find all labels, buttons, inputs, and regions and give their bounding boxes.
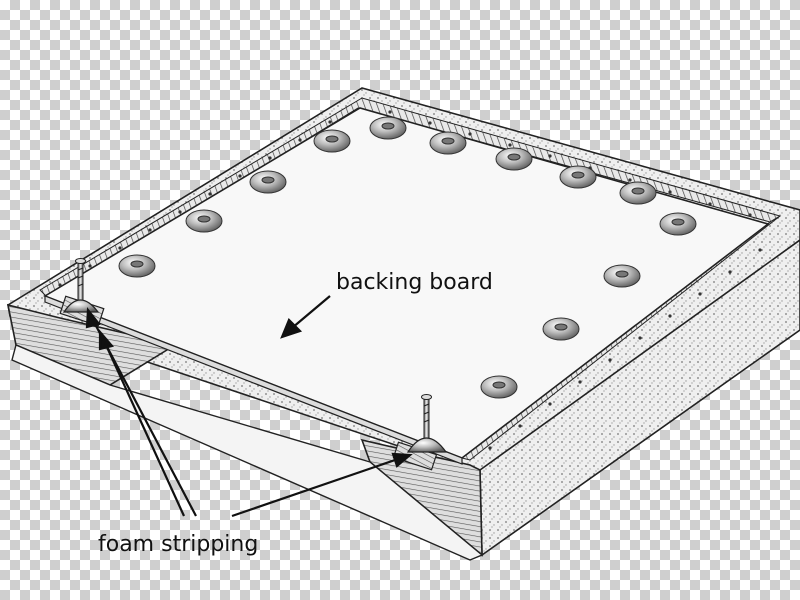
frame-front-left-end <box>6 303 178 386</box>
button-icon <box>619 181 657 205</box>
screw-icon <box>62 258 100 313</box>
backing-board-label: backing board <box>336 270 493 295</box>
button-tufts <box>118 116 697 399</box>
screw-icon <box>406 394 448 453</box>
callout-arrows <box>85 295 413 518</box>
frame-front-right-end <box>360 438 483 557</box>
button-icon <box>249 170 287 194</box>
button-icon <box>369 116 407 140</box>
frame-nail-holes <box>58 110 762 450</box>
button-icon <box>185 209 223 233</box>
button-icon <box>603 264 641 288</box>
button-icon <box>559 165 597 189</box>
button-icon <box>429 131 467 155</box>
button-icon <box>118 254 156 278</box>
backing-board-edge <box>44 295 463 465</box>
button-icon <box>480 375 518 399</box>
button-icon <box>495 147 533 171</box>
button-icon <box>313 129 351 153</box>
button-icon <box>542 317 580 341</box>
foam-stripping-label: foam stripping <box>98 532 258 557</box>
button-icon <box>659 212 697 236</box>
